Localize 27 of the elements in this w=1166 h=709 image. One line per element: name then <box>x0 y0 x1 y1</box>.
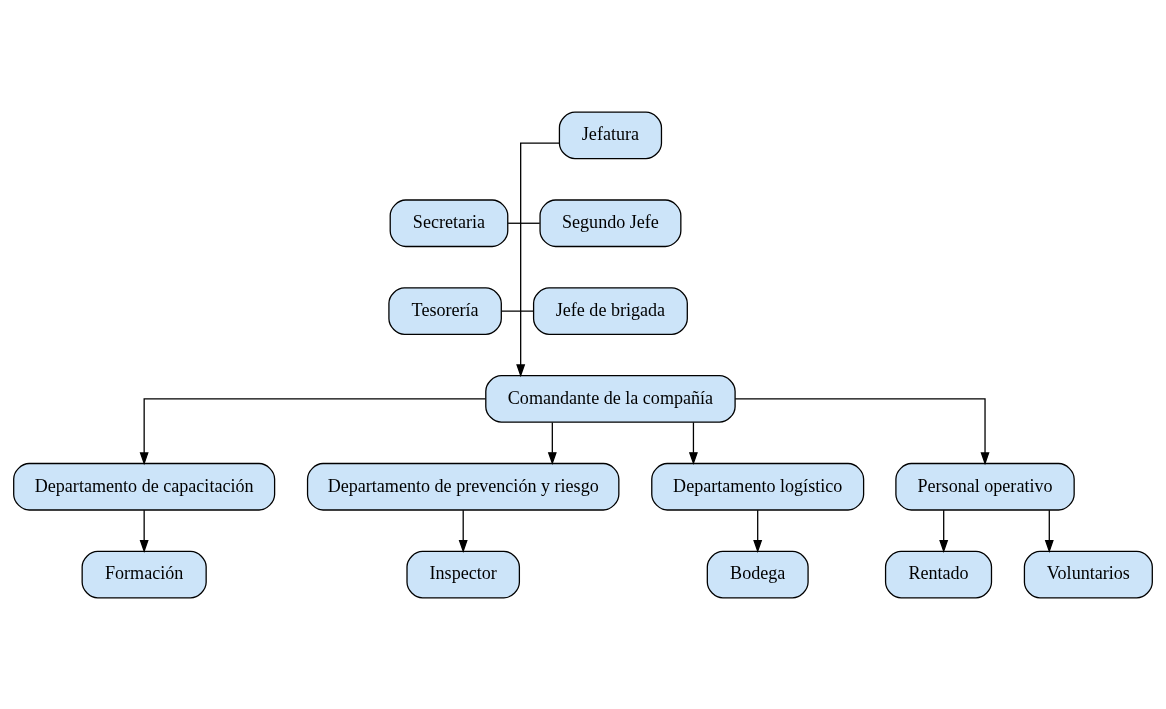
arrow <box>939 509 949 553</box>
connector <box>500 309 535 312</box>
node-box: Formación <box>81 550 207 598</box>
arrow <box>753 509 763 553</box>
node-box: Personal operativo <box>895 462 1075 511</box>
node-box: Departamento logístico <box>651 462 865 511</box>
node-box: Rentado <box>884 550 993 598</box>
connector <box>507 222 541 224</box>
node-box: Departamento de prevención y riesgo <box>306 462 620 511</box>
arrow <box>516 142 560 377</box>
node-box: Comandante de la compañía <box>485 374 736 423</box>
arrow <box>734 397 990 465</box>
node-box: Secretaria <box>389 198 509 247</box>
arrow <box>139 509 149 553</box>
arrow <box>547 421 557 465</box>
arrow <box>688 421 698 465</box>
arrow <box>139 397 487 465</box>
arrow <box>1044 509 1054 553</box>
node-box: Bodega <box>706 550 809 598</box>
node-box: Inspector <box>406 550 521 598</box>
node-box: Jefatura <box>558 111 663 159</box>
arrow <box>458 509 468 553</box>
node-box: Departamento de capacitación <box>13 462 276 511</box>
node-box: Voluntarios <box>1023 550 1153 598</box>
node-box: Segundo Jefe <box>539 198 682 247</box>
node-box: Jefe de brigada <box>532 286 688 335</box>
node-box: Tesorería <box>388 286 502 335</box>
